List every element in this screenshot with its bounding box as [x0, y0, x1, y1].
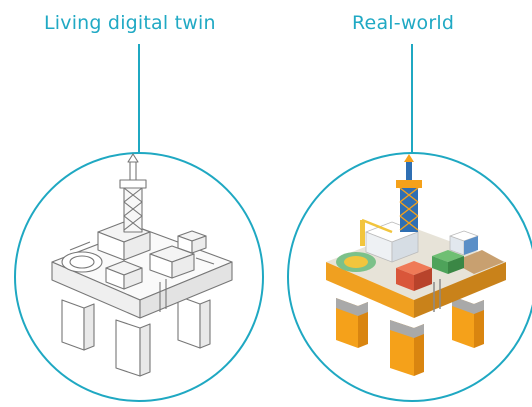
oil-rig-wireframe-icon	[51, 153, 233, 377]
real-world-label: Real-world	[352, 12, 455, 34]
digital-twin-label: Living digital twin	[44, 12, 216, 34]
oil-rig-color-icon	[326, 154, 506, 376]
